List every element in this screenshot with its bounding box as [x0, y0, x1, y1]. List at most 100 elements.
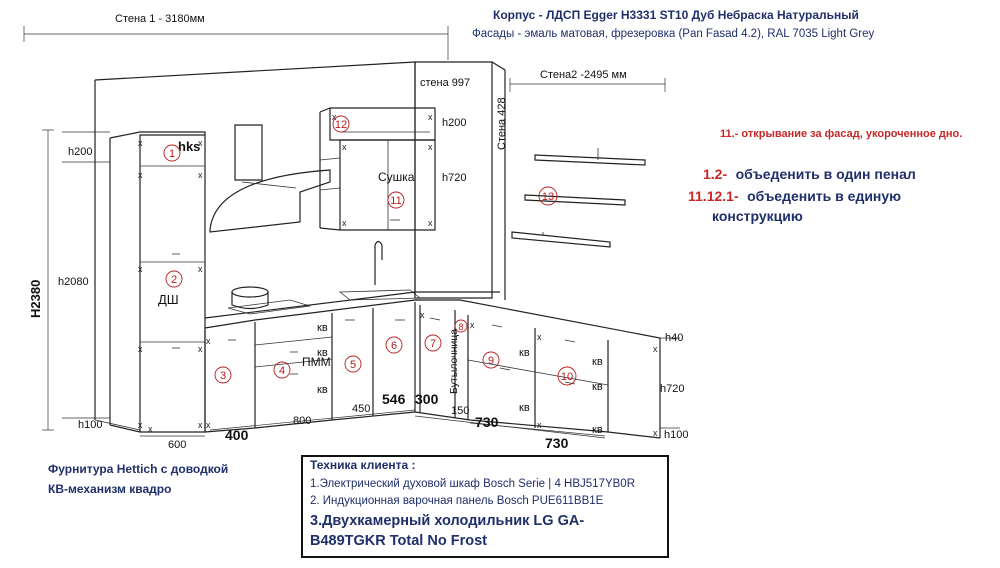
svg-text:x: x — [342, 142, 347, 152]
tech-title: Техника клиента : — [310, 458, 416, 472]
svg-text:4: 4 — [279, 365, 285, 377]
wall2-label: Стена2 -2495 мм — [540, 69, 627, 81]
svg-text:x: x — [332, 112, 337, 122]
h720-upper-label: h720 — [442, 172, 466, 184]
w800-label: 800 — [293, 415, 311, 427]
svg-text:x: x — [198, 264, 203, 274]
sushka-label: Сушка — [378, 170, 415, 184]
module-3: 3 — [214, 366, 232, 384]
svg-text:11: 11 — [390, 195, 401, 207]
svg-text:x: x — [428, 112, 433, 122]
w730a-label: 730 — [475, 414, 499, 430]
kv-label-6: кв — [592, 356, 603, 368]
module-9: 9 — [482, 351, 500, 369]
note-11-12-1: 11.12.1- объеденить в единую — [688, 188, 901, 205]
svg-text:2: 2 — [171, 274, 177, 286]
countertop — [204, 291, 661, 345]
svg-text:x: x — [138, 138, 143, 148]
h100-right-label: h100 — [664, 429, 688, 441]
tech-item-3-line1: 3.Двухкамерный холодильник LG GA- — [310, 513, 584, 529]
svg-text:9: 9 — [488, 355, 494, 367]
svg-text:x: x — [198, 138, 203, 148]
kv-label-4: кв — [519, 347, 530, 359]
svg-text:7: 7 — [430, 338, 436, 350]
wall-pillar: стена 997 Стена 428 — [414, 61, 508, 300]
cooktop-area — [227, 286, 311, 315]
svg-text:x: x — [198, 170, 203, 180]
svg-text:x: x — [653, 344, 658, 354]
wall2-dimension: Стена2 -2495 мм — [509, 69, 666, 92]
svg-text:6: 6 — [391, 340, 397, 352]
svg-text:x: x — [138, 264, 143, 274]
svg-text:x: x — [420, 310, 425, 320]
body-material: Корпус - ЛДСП Egger H3331 ST10 Дуб Небра… — [493, 8, 859, 22]
module-1: 1 — [163, 144, 181, 162]
kv-mechanism-note: КВ-механизм квадро — [48, 482, 171, 496]
module-7: 7 — [424, 334, 442, 352]
w546-label: 546 — [382, 391, 406, 407]
svg-text:10: 10 — [561, 371, 573, 383]
base-cabinets: ПММ Бутылочница кв кв кв кв кв кв кв кв — [204, 302, 661, 439]
note-11: 11.- открывание за фасад, укороченное дн… — [720, 128, 962, 140]
h2080-label: h2080 — [58, 276, 89, 288]
dsh-label: ДШ — [158, 292, 179, 307]
h100-left-label: h100 — [78, 419, 102, 431]
facades-material: Фасады - эмаль матовая, фрезеровка (Pan … — [472, 28, 875, 40]
w150-label: 150 — [451, 405, 469, 417]
module-4: 4 — [273, 361, 291, 379]
svg-text:12: 12 — [335, 119, 347, 131]
w600-label: 600 — [168, 439, 186, 451]
wall1-dimension: Стена 1 - 3180мм — [23, 13, 449, 60]
w450-label: 450 — [352, 403, 370, 415]
client-appliances-box: Техника клиента : 1.Электрический духово… — [301, 455, 669, 558]
note-11-12-1-cont: конструкцию — [712, 208, 803, 224]
svg-text:1: 1 — [169, 148, 175, 160]
svg-text:3: 3 — [220, 370, 226, 382]
tech-item-3-line2: B489TGKR Total No Frost — [310, 533, 487, 549]
hettich-note: Фурнитура Hettich с доводкой — [48, 462, 228, 476]
module-11: 11 — [387, 191, 405, 209]
kv-label-8: кв — [592, 424, 603, 436]
svg-text:5: 5 — [350, 359, 356, 371]
svg-text:x: x — [138, 170, 143, 180]
module-10: 10 — [557, 366, 577, 386]
module-13: 13 — [538, 186, 558, 206]
pmm-label: ПММ — [302, 355, 331, 369]
w300-label: 300 — [415, 391, 439, 407]
tech-item-2: 2. Индукционная варочная панель Bosch PU… — [310, 495, 604, 507]
svg-text:x: x — [138, 420, 143, 430]
note-1-2: 1.2- объеденить в один пенал — [703, 166, 916, 183]
wall1-label: Стена 1 - 3180мм — [115, 13, 205, 25]
range-hood — [209, 124, 331, 233]
svg-text:x: x — [198, 344, 203, 354]
module-8: 8 — [454, 319, 468, 333]
module-2: 2 — [165, 270, 183, 288]
module-markers: 1 2 3 4 5 6 7 8 — [163, 115, 577, 386]
svg-text:x: x — [470, 320, 475, 330]
tech-item-1: 1.Электрический духовой шкаф Bosch Serie… — [310, 478, 635, 490]
sink-area — [338, 240, 422, 301]
h40-label: h40 — [665, 332, 683, 344]
svg-text:x: x — [537, 420, 542, 430]
kv-label-1: кв — [317, 322, 328, 334]
module-5: 5 — [344, 355, 362, 373]
svg-text:13: 13 — [542, 191, 554, 203]
h200-left-label: h200 — [68, 146, 92, 158]
w400-label: 400 — [225, 427, 249, 443]
svg-text:8: 8 — [458, 322, 463, 332]
svg-text:x: x — [428, 218, 433, 228]
hks-label: hks — [178, 139, 200, 154]
kv-label-2: кв — [317, 347, 328, 359]
wall-shelves — [511, 148, 646, 248]
bottle-label: Бутылочница — [448, 329, 460, 394]
svg-text:x: x — [198, 420, 203, 430]
module-12: 12 — [332, 115, 350, 133]
svg-text:x: x — [206, 420, 211, 430]
kv-label-7: кв — [592, 381, 603, 393]
module-6: 6 — [385, 336, 403, 354]
svg-text:x: x — [537, 332, 542, 342]
wall428-label: Стена 428 — [496, 97, 508, 150]
h720-right-label: h720 — [660, 383, 684, 395]
left-dimensions: H2380 h200 h2080 h100 — [28, 129, 110, 431]
